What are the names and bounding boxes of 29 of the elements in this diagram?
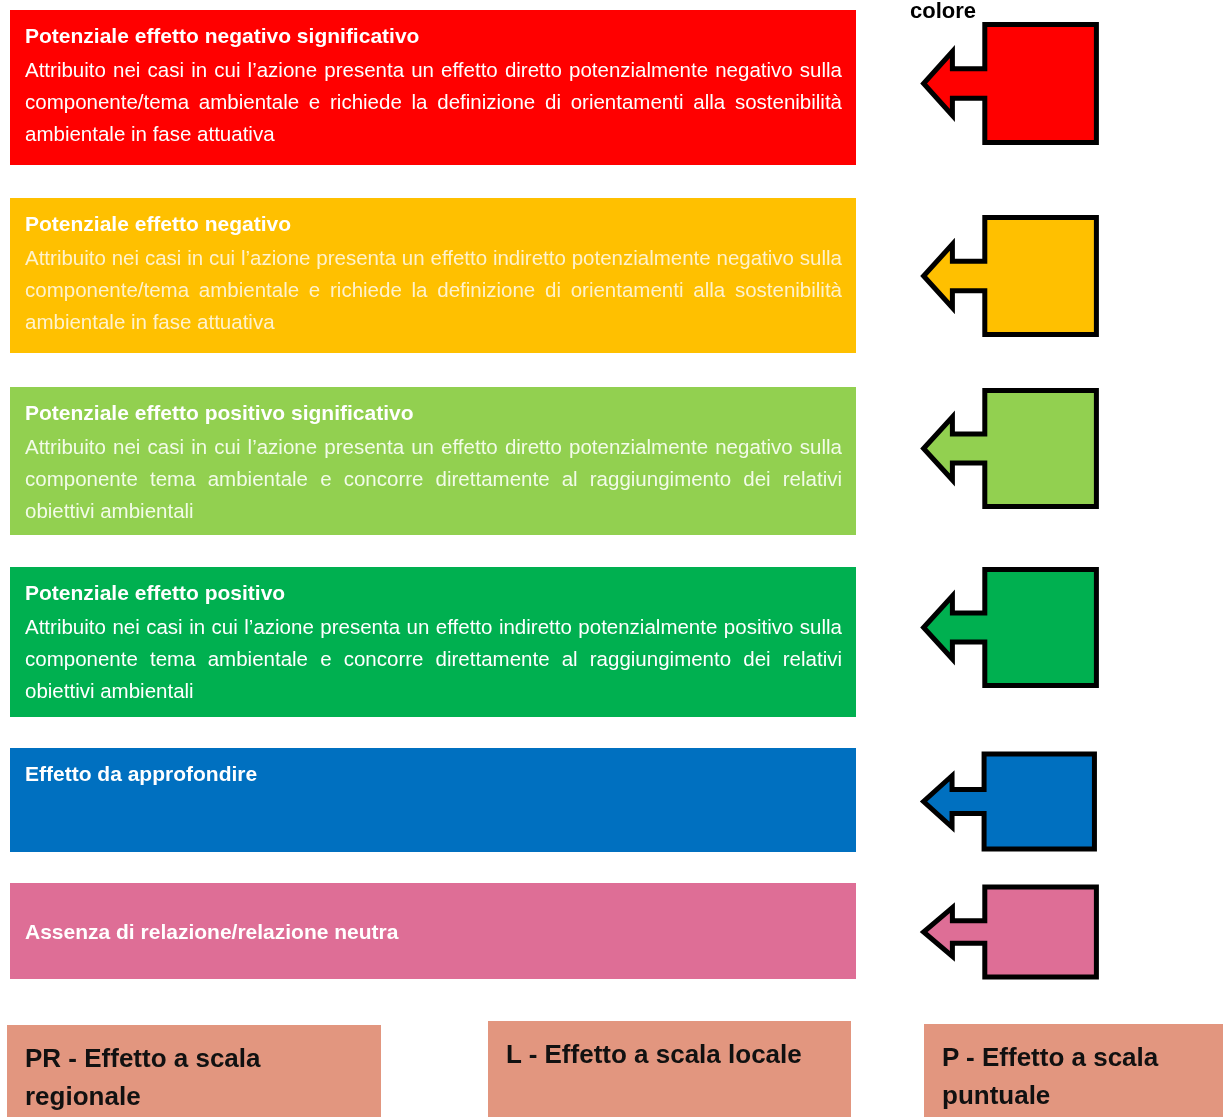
- arrow-callout-shape: [920, 388, 1100, 509]
- box-heading: PR - Effetto a scala regionale: [25, 1043, 261, 1111]
- box-heading: Potenziale effetto positivo: [25, 580, 287, 606]
- box-heading: L - Effetto a scala locale: [506, 1039, 802, 1069]
- column-heading: colore: [910, 0, 977, 22]
- box-heading: Effetto da approfondire: [25, 761, 259, 787]
- box-heading: Assenza di relazione/relazione neutra: [25, 919, 400, 945]
- box-description: Attribuito nei casi in cui l’azione presenta un effetto indiretto potenzialmente negativo sulla componente/tema ambientale e richiede la definizione di orientamenti alla sostenibilità ambientale in fase attuativa: [25, 245, 842, 335]
- box-description: Attribuito nei casi in cui l’azione presenta un effetto diretto potenzialmente negativo sulla componente tema ambientale e concorre direttamente al raggiungimento dei relativi obiettivi ambientali: [25, 434, 842, 524]
- box-heading: Potenziale effetto negativo significativo: [25, 23, 421, 49]
- box-heading: Potenziale effetto negativo: [25, 211, 293, 237]
- effect-box: [10, 198, 856, 353]
- scale-box: [924, 1024, 1223, 1117]
- box-heading: P - Effetto a scala puntuale: [942, 1042, 1159, 1110]
- effect-box: [10, 387, 856, 535]
- box-heading: Potenziale effetto positivo significativo: [25, 400, 415, 426]
- box-description: Attribuito nei casi in cui l’azione presenta un effetto diretto potenzialmente negativo sulla componente/tema ambientale e richiede la definizione di orientamenti alla sostenibilità ambientale in fase attuativa: [25, 57, 842, 147]
- scale-box: [7, 1025, 381, 1117]
- effect-box: [10, 748, 856, 852]
- arrow-callout-shape: [920, 567, 1100, 688]
- arrow-callout-shape: [920, 22, 1100, 145]
- box-description: Attribuito nei casi in cui l’azione presenta un effetto indiretto potenzialmente positivo sulla componente tema ambientale e concorre direttamente al raggiungimento dei relativi obiettivi ambientali: [25, 614, 842, 704]
- effect-box: [10, 567, 856, 717]
- arrow-callout-shape: [920, 215, 1100, 337]
- effect-box: [10, 883, 856, 979]
- arrow-callout-shape: [920, 752, 1098, 851]
- scale-box: [488, 1021, 851, 1117]
- arrow-callout-shape: [920, 885, 1100, 979]
- effect-box: [10, 10, 856, 165]
